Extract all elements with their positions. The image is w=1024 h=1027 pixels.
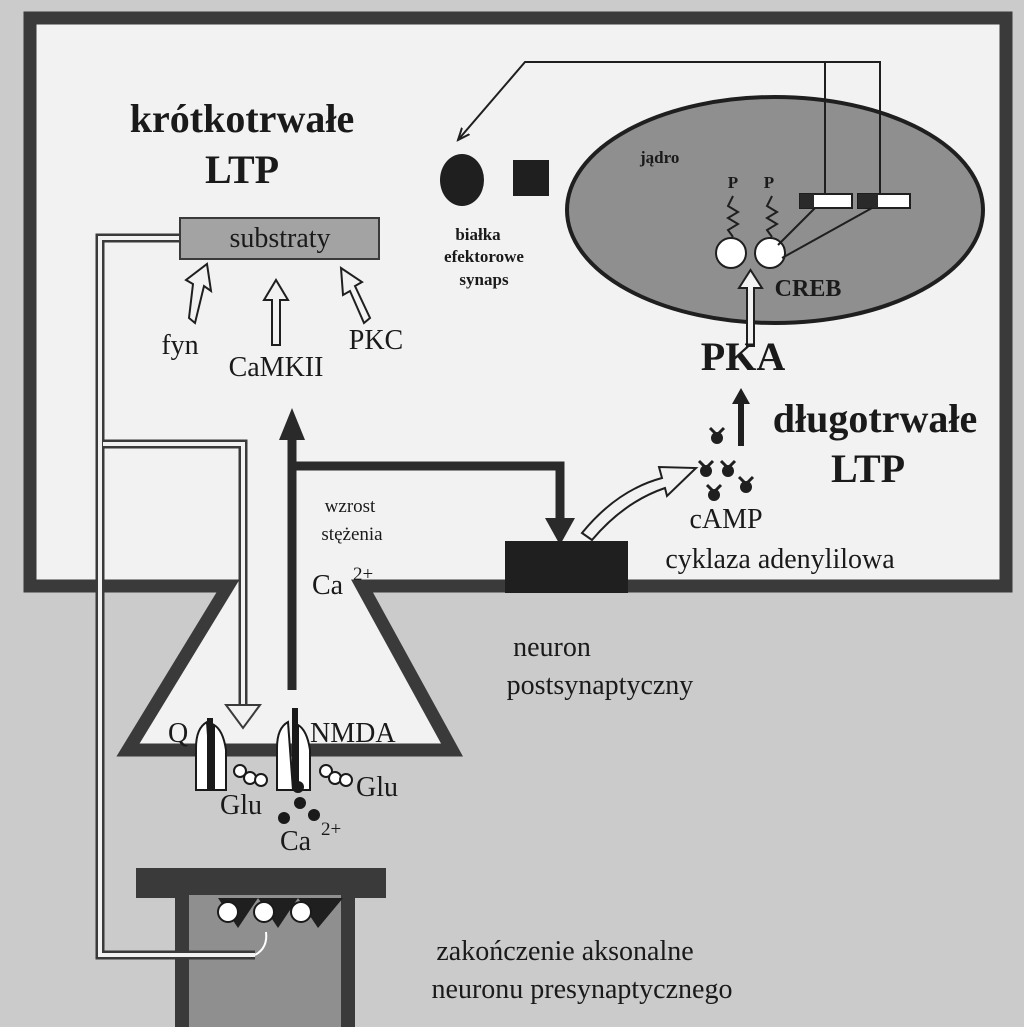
nmda-receptor [276,708,311,791]
phosphate-link [726,195,740,238]
creb-dimer [715,195,786,269]
substrates-label: substraty [229,223,330,254]
presynaptic-label-line2: neuronu presynaptycznego [432,974,733,1005]
phospho-label-1: P [728,173,738,192]
cyclase-to-camp-arrow [580,465,699,542]
short-ltp-title-line1: krótkotrwałe [130,96,354,141]
ca-bottom-charge: 2+ [321,819,341,840]
calcium-to-cyclase-arrow [292,461,565,518]
postsynaptic-label-line1: neuron [513,632,591,663]
ca-increase-line2: stężenia [321,524,383,545]
gene-expression-line-2 [458,61,881,194]
ca-bottom-label: Ca [280,826,312,857]
calcium-ions [278,781,320,824]
synaptic-vesicle [217,901,239,923]
ca-top-charge: 2+ [353,564,373,585]
substrates-box [179,217,380,260]
phospho-label-2: P [764,173,774,192]
adenylyl-cyclase-block [505,541,628,593]
camkii-arrow [262,278,290,346]
presynaptic-terminal [136,868,386,1027]
camkii-label: CaMKII [229,352,324,383]
calcium-rise-arrowhead [279,408,305,440]
synaptic-vesicle [290,901,312,923]
q-receptor [195,718,227,791]
effector-label-line1: białka [455,225,501,244]
long-ltp-title-line1: długotrwałe [773,396,977,441]
camp-label: cAMP [689,504,762,535]
glutamate-right [319,764,353,787]
camp-molecules [697,426,755,501]
nucleus-label: jądro [639,148,679,167]
fyn-arrow [184,262,213,325]
phosphate-link [765,195,779,238]
q-receptor-label: Q [168,718,188,749]
long-ltp-title-line2: LTP [831,446,905,491]
effector-label-line2: efektorowe [444,247,524,266]
fyn-label: fyn [161,330,198,361]
effector-protein-square [513,160,549,196]
pkc-label: PKC [349,325,403,356]
target-genes [777,193,911,259]
adenylyl-cyclase-label: cyklaza adenylilowa [665,544,895,575]
glutamate-left [233,764,268,787]
pkc-arrow [339,266,372,325]
short-ltp-title-line2: LTP [205,147,279,192]
pka-label: PKA [701,334,786,379]
creb-label: CREB [775,276,842,302]
pka-to-creb-arrow [737,268,764,347]
hollow-arrowhead [224,704,262,730]
synaptic-vesicle [253,901,275,923]
effector-protein-round [440,154,484,206]
nmda-receptor-label: NMDA [310,718,396,749]
effector-label-line3: synaps [459,270,509,289]
postsynaptic-label-line2: postsynaptyczny [507,670,694,701]
presynaptic-label-line1: zakończenie aksonalne [436,936,693,967]
ca-top-label: Ca [312,570,344,601]
glu-left-label: Glu [220,790,262,821]
glu-right-label: Glu [356,772,398,803]
ca-increase-line1: wzrost [325,496,376,517]
